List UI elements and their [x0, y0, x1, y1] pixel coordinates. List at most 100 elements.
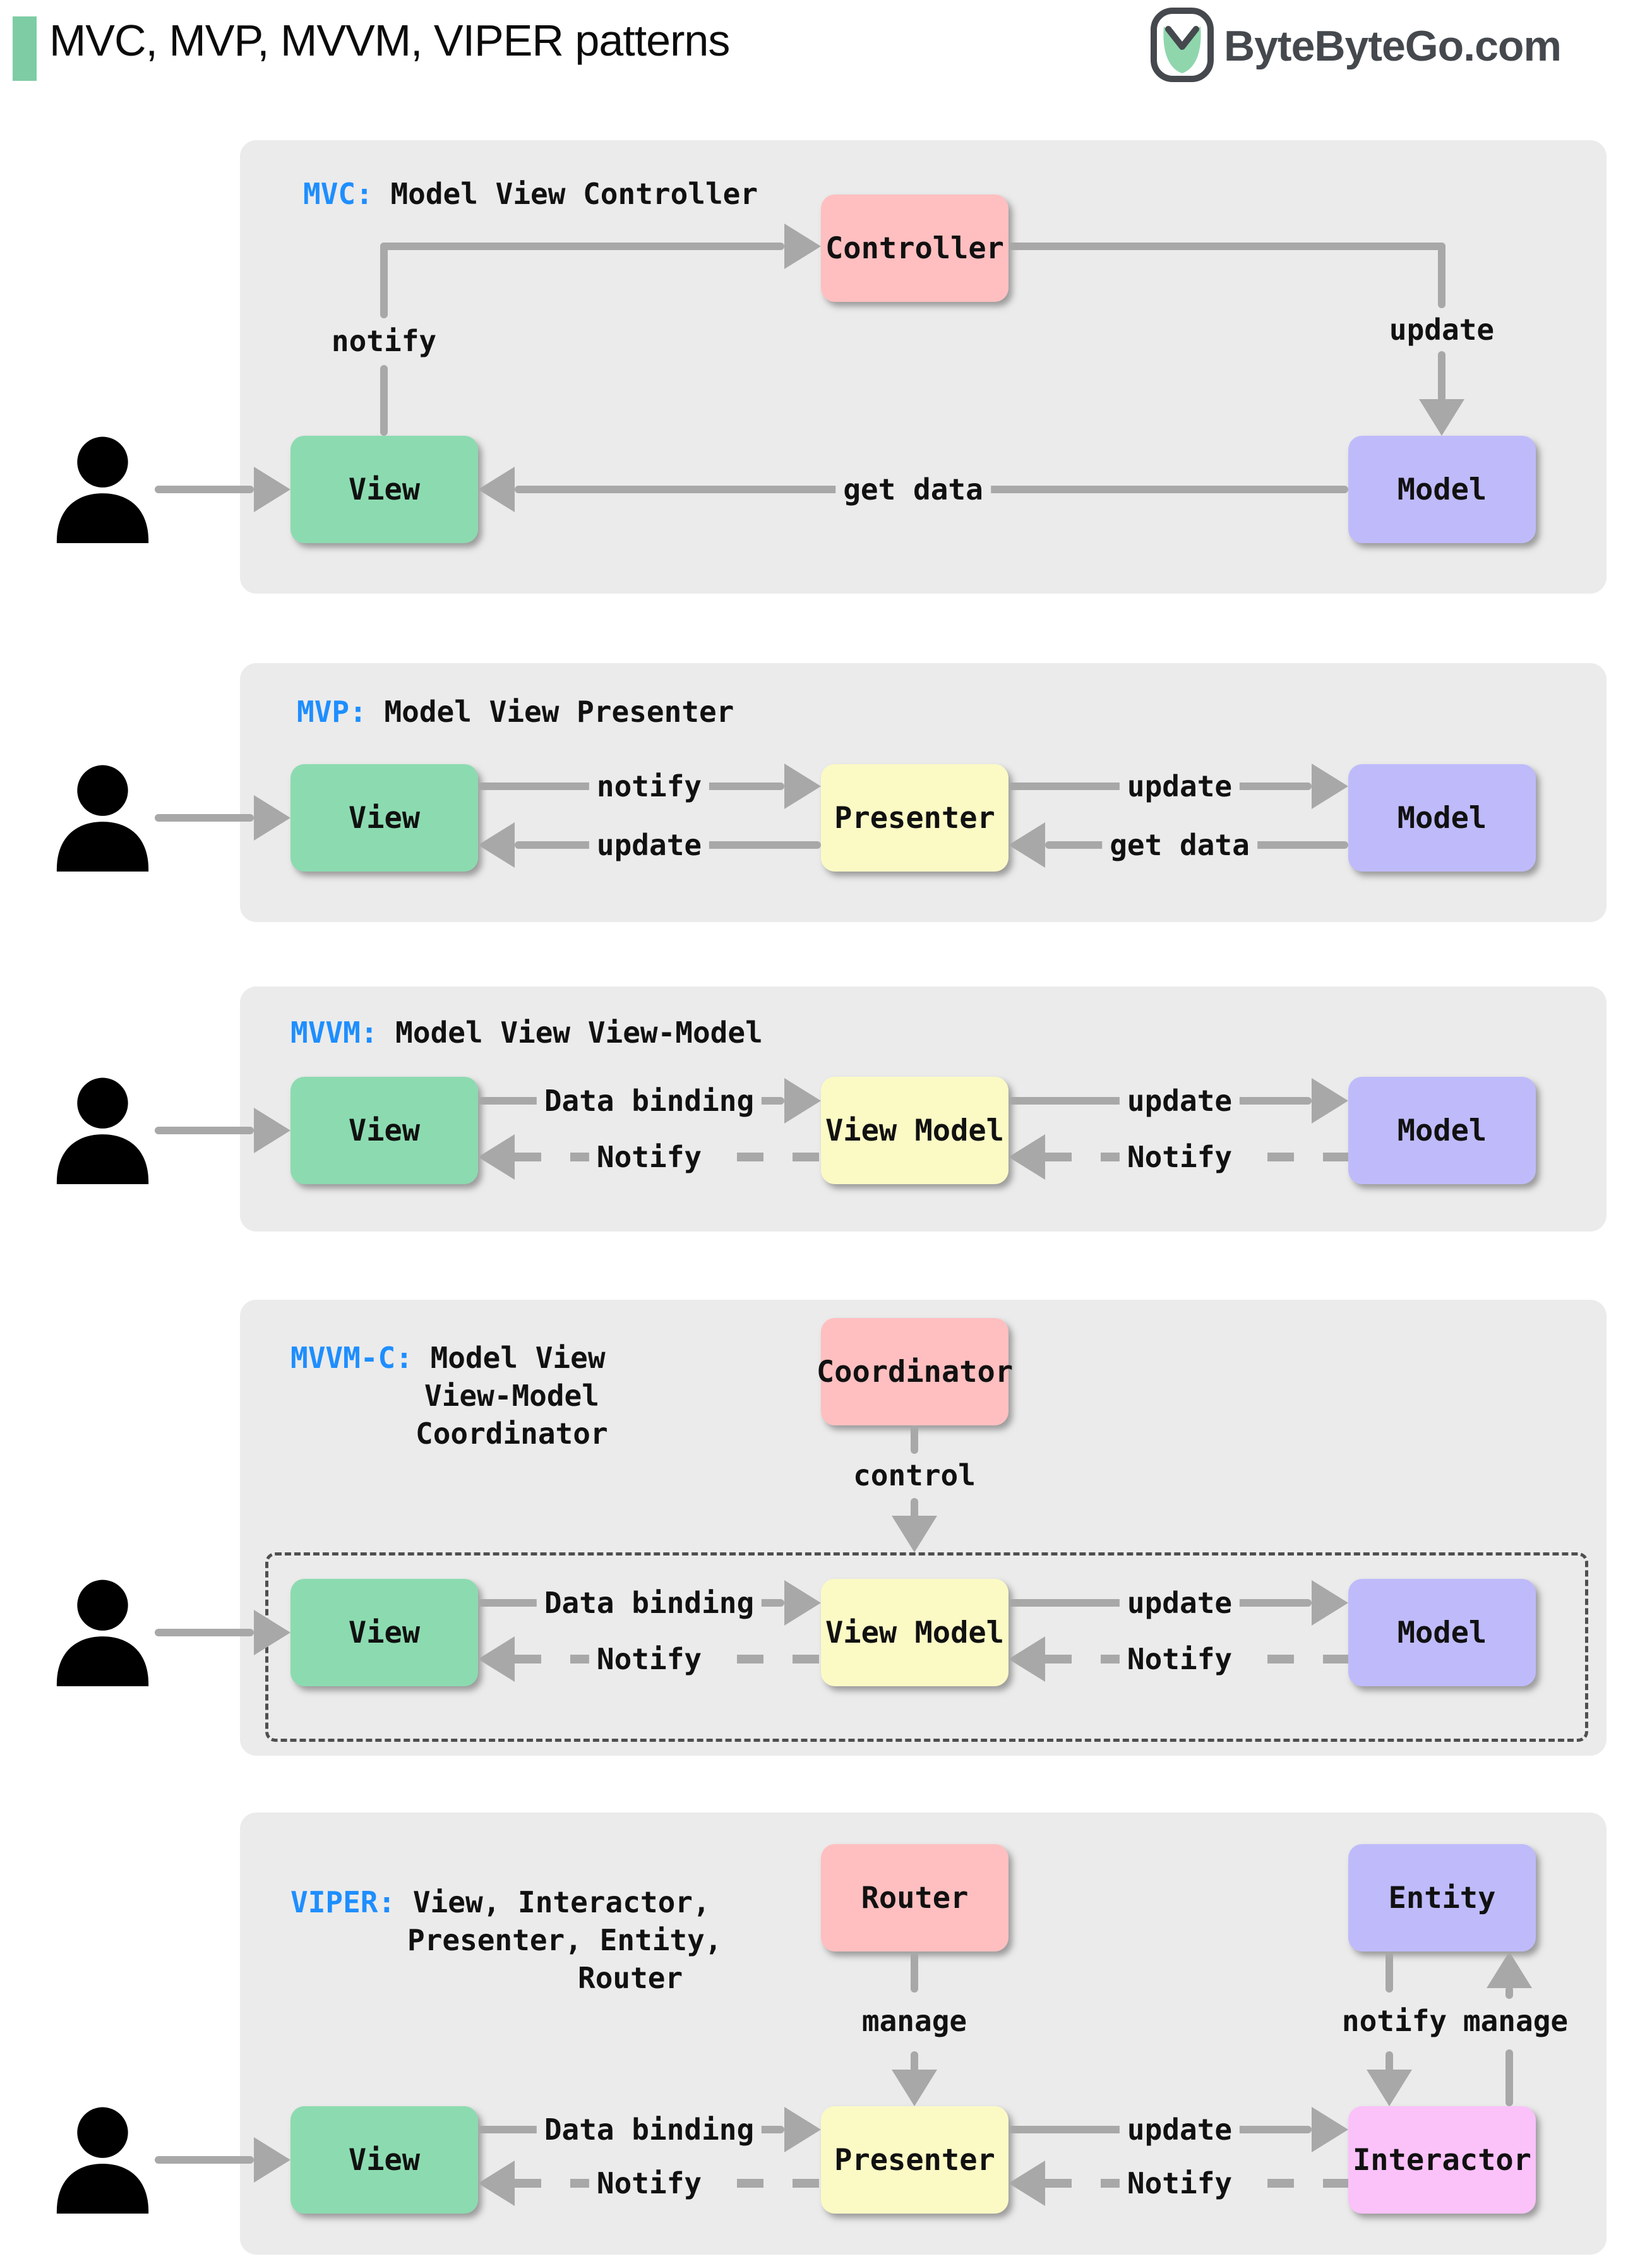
mvvmc-coordinator-label: Coordinator [816, 1354, 1014, 1389]
mvvmc-view-box: View [290, 1579, 478, 1686]
mvvm-notify-viewmodel-label: Notify [1119, 1140, 1240, 1174]
viper-manage-router-line-upper [911, 1951, 918, 1993]
mvp-model-box: Model [1348, 764, 1536, 872]
viper-panel-label-line2: Presenter, Entity, [407, 1923, 722, 1957]
viper-notify-view-label: Notify [589, 2166, 710, 2200]
mvvmc-panel-label-line2: View-Model [424, 1379, 599, 1413]
mvvmc-panel-label-line3: Coordinator [416, 1417, 608, 1451]
mvc-model-label: Model [1397, 472, 1487, 507]
mvc-getdata-label: get data [835, 472, 991, 507]
viper-update-arrowhead [1312, 2107, 1348, 2152]
viper-panel-label-line1: VIPER: View, Interactor, [290, 1885, 710, 1919]
viper-notify-presenter-label: Notify [1119, 2166, 1240, 2200]
mvp-model-label: Model [1397, 800, 1487, 836]
mvp-presenter-box: Presenter [821, 764, 1009, 872]
viper-router-label: Router [861, 1880, 969, 1915]
mvvmc-control-line-lower [911, 1498, 918, 1520]
mvc-update-line-upper [1438, 243, 1446, 308]
mvvm-notify-view-label: Notify [589, 1140, 710, 1174]
mvvmc-panel-label-line1: MVVM-C: Model View [290, 1341, 606, 1375]
viper-label-text1: View, Interactor, [395, 1885, 710, 1919]
mvp-presenter-label: Presenter [834, 800, 995, 836]
mvvm-user-arrow-line [155, 1127, 254, 1134]
mvvm-notify-view-arrowhead [478, 1134, 515, 1180]
viper-interactor-label: Interactor [1353, 2142, 1531, 2178]
mvvmc-user-arrowhead [254, 1610, 290, 1655]
mvvmc-notify-view-arrowhead [478, 1636, 515, 1682]
viper-notify-entity-label: notify [1334, 2004, 1455, 2038]
viper-notify-entity-arrowhead [1367, 2070, 1412, 2106]
mvc-notify-arrowhead [784, 224, 821, 269]
mvvmc-control-arrowhead [892, 1516, 937, 1552]
viper-manage-router-line-lower [911, 2051, 918, 2073]
mvvm-label-text: Model View View-Model [378, 1016, 763, 1050]
mvvmc-user-arrow-line [155, 1629, 254, 1636]
mvvmc-abbr: MVVM-C: [290, 1341, 413, 1375]
mvvmc-control-line-upper [911, 1425, 918, 1454]
bytebytego-logo: ByteByteGo.com [1151, 8, 1562, 85]
mvvm-viewmodel-label: View Model [825, 1113, 1004, 1148]
mvvm-panel-label: MVVM: Model View View-Model [290, 1016, 763, 1050]
viper-manage-entity-line-upper [1505, 1986, 1513, 1999]
viper-view-label: View [348, 2142, 421, 2178]
viper-router-box: Router [821, 1844, 1009, 1951]
mvc-user-arrowhead [254, 467, 290, 512]
viper-user-arrowhead [254, 2137, 290, 2183]
mvc-panel-label: MVC: Model View Controller [303, 177, 758, 211]
mvvm-databinding-arrowhead [784, 1078, 821, 1124]
mvc-user-arrow-line [155, 486, 254, 493]
mvvmc-control-label: control [846, 1458, 983, 1492]
mvvm-view-label: View [348, 1113, 421, 1148]
mvp-update-model-arrowhead [1312, 764, 1348, 809]
mvvmc-model-box: Model [1348, 1579, 1536, 1686]
mvp-notify-label: notify [589, 769, 710, 803]
viper-update-label: update [1119, 2113, 1240, 2147]
viper-entity-box: Entity [1348, 1844, 1536, 1951]
bytebytego-logo-text: ByteByteGo.com [1224, 22, 1562, 70]
viper-notify-entity-line-upper [1386, 1951, 1393, 1993]
mvp-user-arrow-line [155, 814, 254, 822]
viper-user-icon [54, 2106, 152, 2214]
mvvm-update-label: update [1119, 1084, 1240, 1118]
mvp-update-view-arrowhead [478, 822, 515, 868]
mvp-getdata-label: get data [1102, 828, 1257, 862]
viper-manage-entity-label: manage [1455, 2004, 1576, 2038]
mvc-notify-label: notify [323, 324, 445, 358]
mvvmc-view-label: View [348, 1615, 421, 1650]
mvvmc-notify-viewmodel-label: Notify [1119, 1642, 1240, 1676]
mvvm-update-arrowhead [1312, 1078, 1348, 1124]
viper-notify-view-arrowhead [478, 2161, 515, 2206]
mvvmc-notify-view-label: Notify [589, 1642, 710, 1676]
viper-manage-router-label: manage [854, 2004, 975, 2038]
mvp-notify-arrowhead [784, 764, 821, 809]
viper-abbr: VIPER: [290, 1885, 396, 1919]
mvvmc-viewmodel-box: View Model [821, 1579, 1009, 1686]
mvp-panel-label: MVP: Model View Presenter [297, 695, 734, 729]
mvvmc-databinding-label: Data binding [536, 1586, 762, 1620]
mvc-notify-line-top [380, 243, 784, 250]
mvvm-model-label: Model [1397, 1113, 1487, 1148]
mvc-user-icon [54, 436, 152, 543]
mvp-update-view-label: update [589, 828, 710, 862]
mvvmc-model-label: Model [1397, 1615, 1487, 1650]
mvc-controller-box: Controller [821, 195, 1009, 302]
mvvmc-databinding-arrowhead [784, 1580, 821, 1626]
mvp-view-label: View [348, 800, 421, 836]
mvc-controller-label: Controller [825, 231, 1004, 266]
mvvm-abbr: MVVM: [290, 1016, 378, 1050]
mvp-user-arrowhead [254, 795, 290, 841]
mvvm-notify-viewmodel-arrowhead [1009, 1134, 1045, 1180]
page-title: MVC, MVP, MVVM, VIPER patterns [49, 16, 730, 65]
viper-databinding-arrowhead [784, 2107, 821, 2152]
mvc-notify-line-upper [380, 243, 388, 318]
mvvm-user-icon [54, 1077, 152, 1184]
mvp-abbr: MVP: [297, 695, 367, 729]
viper-presenter-label: Presenter [834, 2142, 995, 2178]
mvc-update-arrowhead [1419, 399, 1464, 436]
viper-notify-presenter-arrowhead [1009, 2161, 1045, 2206]
mvvmc-user-icon [54, 1579, 152, 1686]
viper-view-box: View [290, 2106, 478, 2214]
mvvmc-label-text1: Model View [412, 1341, 606, 1375]
mvp-label-text: Model View Presenter [366, 695, 734, 729]
